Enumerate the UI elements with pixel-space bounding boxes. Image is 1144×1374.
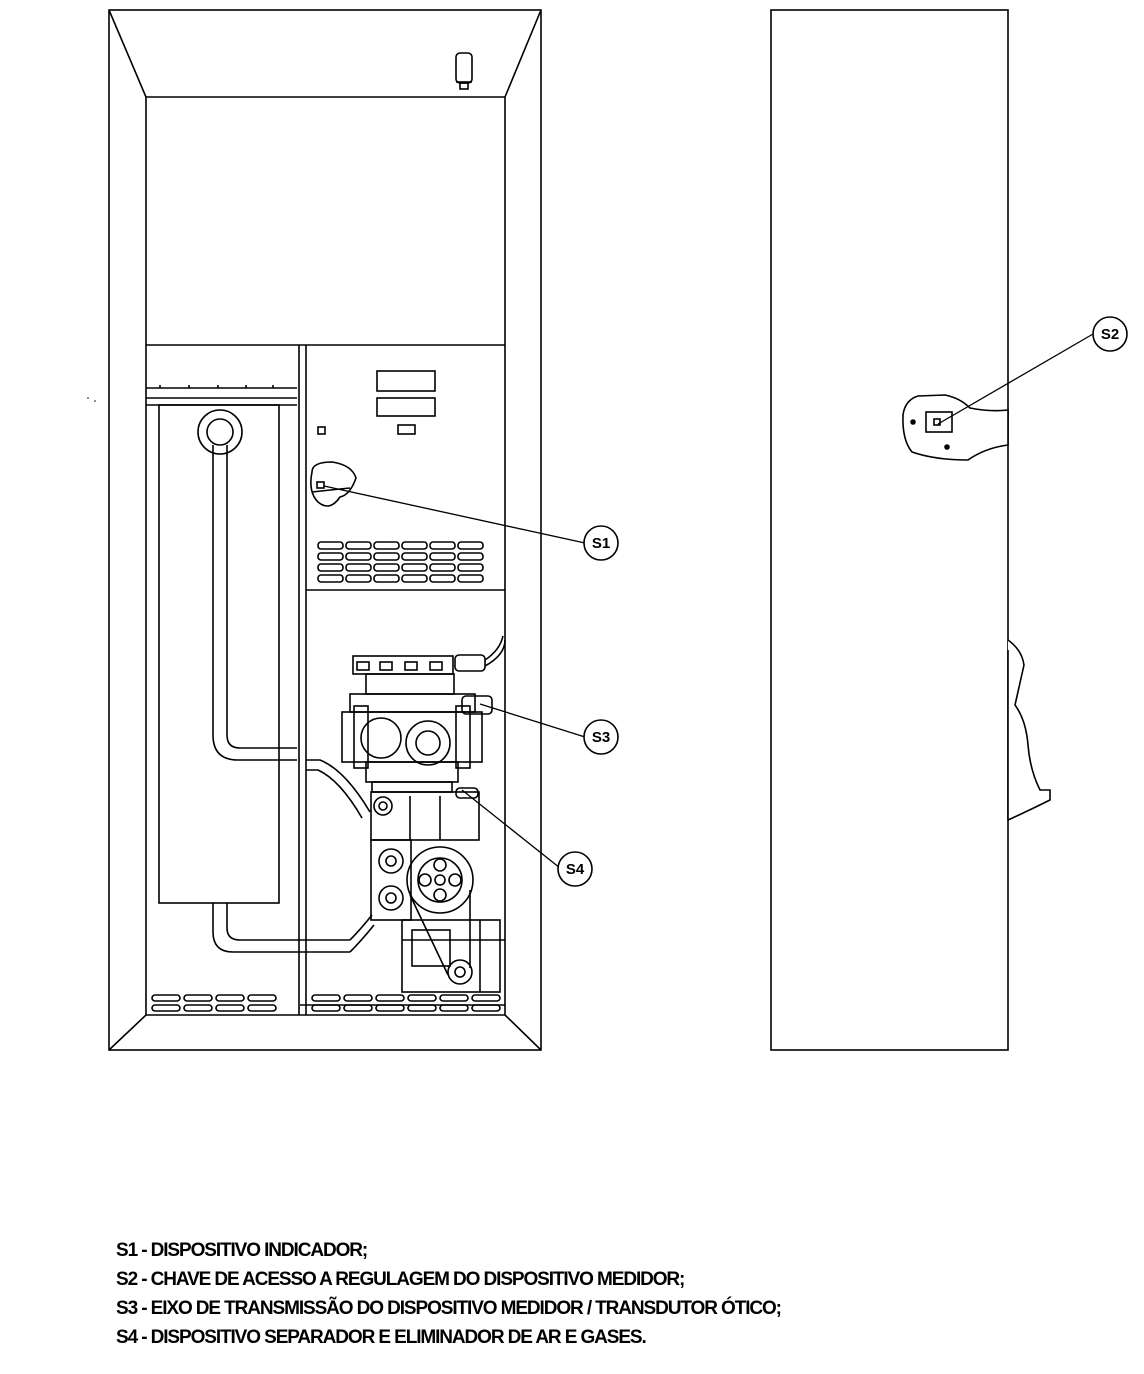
- callout-s3: S3: [583, 719, 619, 755]
- front-view-cabinet: [108, 9, 542, 1051]
- legend-item-s2: S2 - CHAVE DE ACESSO A REGULAGEM DO DISP…: [116, 1269, 685, 1290]
- callout-s2: S2: [1092, 316, 1128, 352]
- legend: S1 - DISPOSITIVO INDICADOR; S2 - CHAVE D…: [116, 1236, 782, 1352]
- central-divider: [298, 345, 307, 1015]
- filter-tank: [146, 385, 350, 953]
- callout-s2-label: S2: [1101, 326, 1119, 343]
- upper-louvers: [306, 541, 505, 591]
- stray-dot: [94, 400, 96, 402]
- callout-s1-label: S1: [592, 535, 610, 552]
- side-view-cabinet: [770, 9, 1051, 1051]
- callout-leaders: [323, 333, 1094, 869]
- meter-pump-assembly: [300, 635, 506, 1006]
- stray-dot: [87, 397, 89, 399]
- callout-s3-label: S3: [592, 729, 610, 746]
- legend-item-s1: S1 - DISPOSITIVO INDICADOR;: [116, 1240, 368, 1261]
- callout-s1: S1: [583, 525, 619, 561]
- callout-s4-label: S4: [566, 861, 585, 878]
- legend-item-s3: S3 - EIXO DE TRANSMISSÃO DO DISPOSITIVO …: [116, 1298, 782, 1319]
- legend-item-s4: S4 - DISPOSITIVO SEPARADOR E ELIMINADOR …: [116, 1327, 647, 1348]
- bottom-louvers: [151, 994, 501, 1012]
- control-panel: [310, 370, 436, 507]
- technical-drawing: S1 S2 S3 S4: [87, 9, 1128, 1051]
- callout-s4: S4: [557, 851, 593, 887]
